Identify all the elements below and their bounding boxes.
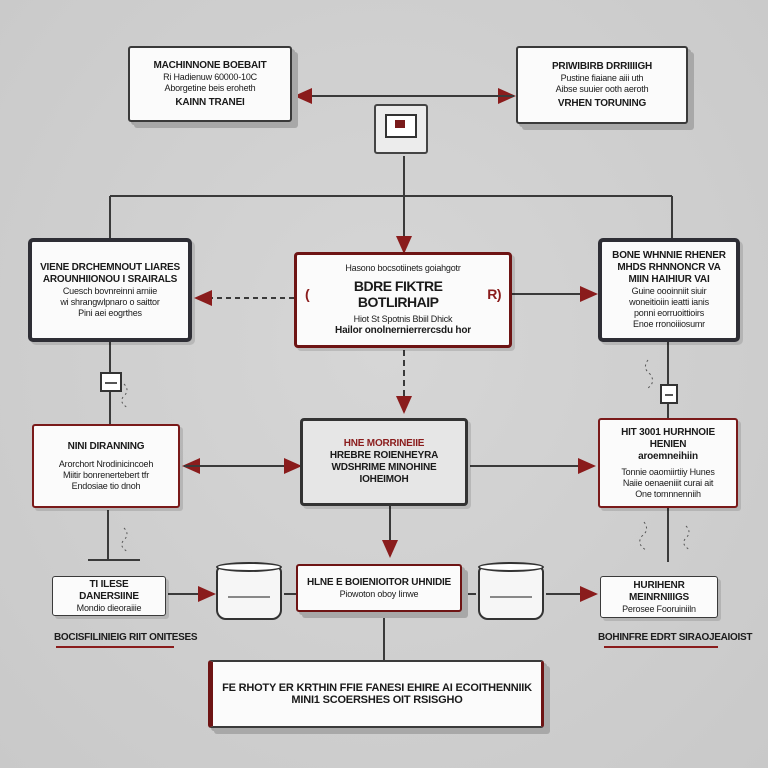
caption-left: BOCISFILINIEIG RIIT ONITESES: [54, 632, 198, 643]
node-top-left-line: Ri Hadienuw 60000-10C: [163, 71, 257, 82]
node-row3-right-title: HIT 3001 HURHNOIE HENIEN: [621, 426, 715, 450]
node-mid-right: BONE WHNNIE RHENER MHDS RHNNONCR VA MIIN…: [598, 238, 740, 342]
node-mid-right-line: MIIN HAIHIUR VAI: [628, 274, 710, 285]
node-center-top: Hasono bocsotiinets goiahgotr: [345, 263, 461, 273]
node-row3-center: HNE MORRINEIIE HREBRE ROIENHEYRA WDSHRIM…: [300, 418, 468, 506]
node-row3-left-line: Endosiae tio dnoh: [71, 480, 141, 491]
node-row3-right-line: Naiie oenaeniiit curai ait: [622, 477, 714, 488]
node-row4-left-title: TI ILESE DANERSIINE: [79, 578, 139, 602]
node-top-left-footer: KAINN TRANEI: [175, 96, 245, 108]
node-top-right-line: Pustine fiaiane aiii uth: [560, 72, 644, 83]
node-center-bracket-right: R): [487, 286, 501, 302]
node-top-left-line: Aborgetine beis eroheth: [164, 82, 256, 93]
node-bottom: FE RHOTY ER KRTHIN FFIE FANESI EHIRE AI …: [208, 660, 544, 728]
node-row4-right-line: Perosee Fooruiniiln: [622, 603, 696, 614]
node-row3-center-line: WDSHRIME MINOHINE IOHEIMOH: [331, 462, 437, 485]
node-row4-left-line: Mondio dieoraiiie: [76, 602, 142, 613]
node-bottom-title: FE RHOTY ER KRTHIN FFIE FANESI EHIRE AI …: [222, 682, 532, 694]
sketch-mark-right2: [639, 521, 648, 551]
node-row4-right-title: HURIHENR MEINRNIIIGS: [628, 579, 690, 603]
node-mid-left-line: AROUNHIIONOU I SRAIRALS: [42, 273, 178, 285]
node-row3-center-title: HNE MORRINEIIE: [343, 438, 425, 449]
node-top-right-footer: VRHEN TORUNING: [557, 97, 647, 109]
node-mid-left-line: Pini aei eogrthes: [78, 307, 142, 318]
node-mid-right-title: BONE WHNNIE RHENER: [612, 250, 726, 261]
node-row3-right-line: aroemneihiin: [638, 450, 698, 462]
sketch-mark-right: [644, 359, 654, 389]
node-row3-right-line: One tomnnenniih: [635, 488, 701, 499]
node-row3-left: NINI DIRANNING Arorchort Nrodinicincoeh …: [32, 424, 180, 508]
router-device-icon: [374, 104, 428, 154]
node-top-right-line: Aibse suuier ooth aeroth: [555, 83, 649, 94]
sketch-mark-left2: [121, 527, 129, 553]
node-center-line: Hiot St Spotnis Bbiil Dhick: [353, 314, 453, 324]
node-center-title-row: ( BDRE FIKTRE BOTLIRHAIP R): [305, 278, 501, 310]
sketch-mark-left: [121, 383, 129, 409]
sketch-mark-right3: [683, 525, 691, 551]
node-mid-left: VIENE DRCHEMNOUT LIARES AROUNHIIONOU I S…: [28, 238, 192, 342]
node-row3-left-title: NINI DIRANNING: [67, 440, 145, 452]
node-mid-left-line: Cuesch bovnreinni arniie: [62, 285, 158, 296]
node-top-left-title: MACHINNONE BOEBAIT: [153, 59, 267, 71]
node-row3-right-line: Tonnie oaomiirtiiy Hunes: [621, 466, 715, 477]
caption-right: BOHINFRE EDRT SIRAOJEAIOIST: [598, 632, 753, 643]
connector-plug-icon: [660, 384, 678, 404]
node-top-right-title: PRIWIBIRB DRRIIIIGH: [551, 60, 653, 72]
caption-left-underline: [56, 646, 174, 648]
node-mid-right-line: ponni eorruoittioirs: [633, 308, 705, 318]
node-mid-left-title: VIENE DRCHEMNOUT LIARES: [40, 261, 180, 273]
node-row3-right: HIT 3001 HURHNOIE HENIEN aroemneihiin To…: [598, 418, 738, 508]
node-row3-left-line: Miitir bonrenertebert tfr: [62, 469, 150, 480]
database-icon: [478, 562, 544, 620]
node-center-bracket-left: (: [305, 286, 310, 302]
device-indicator: [395, 120, 405, 128]
node-center-title: BDRE FIKTRE BOTLIRHAIP: [353, 278, 443, 310]
node-mid-right-line: woneitioiin ieatti ianis: [629, 297, 709, 307]
node-mid-left-line: wi shrangwlpnaro o saittor: [60, 296, 160, 307]
node-row4-left: TI ILESE DANERSIINE Mondio dieoraiiie: [52, 576, 166, 616]
node-mid-right-line: MHDS RHNNONCR VA: [617, 262, 721, 273]
node-row4-right: HURIHENR MEINRNIIIGS Perosee Fooruiniiln: [600, 576, 718, 618]
node-row4-center-title: HLNE E BOIENIOITOR UHNIDIE: [306, 576, 452, 588]
node-top-left: MACHINNONE BOEBAIT Ri Hadienuw 60000-10C…: [128, 46, 292, 122]
node-row4-center-line: Piowoton oboy Iinwe: [339, 588, 419, 599]
caption-right-underline: [604, 646, 718, 648]
node-center: Hasono bocsotiinets goiahgotr ( BDRE FIK…: [294, 252, 512, 348]
node-row3-center-line: HREBRE ROIENHEYRA: [329, 450, 439, 461]
connector-plug-icon: [100, 372, 122, 392]
node-mid-right-line: Guine oooinniit siuir: [631, 286, 707, 296]
node-top-right: PRIWIBIRB DRRIIIIGH Pustine fiaiane aiii…: [516, 46, 688, 124]
database-icon: [216, 562, 282, 620]
node-bottom-line: MINI1 SCOERSHES OIT RSISGHO: [291, 694, 463, 706]
node-center-line: Hailor onolnernierrercsdu hor: [335, 325, 471, 336]
node-row4-center: HLNE E BOIENIOITOR UHNIDIE Piowoton oboy…: [296, 564, 462, 612]
node-mid-right-line: Enoe rronoiiiosumr: [633, 319, 705, 329]
node-row3-left-line: Arorchort Nrodinicincoeh: [58, 458, 154, 469]
